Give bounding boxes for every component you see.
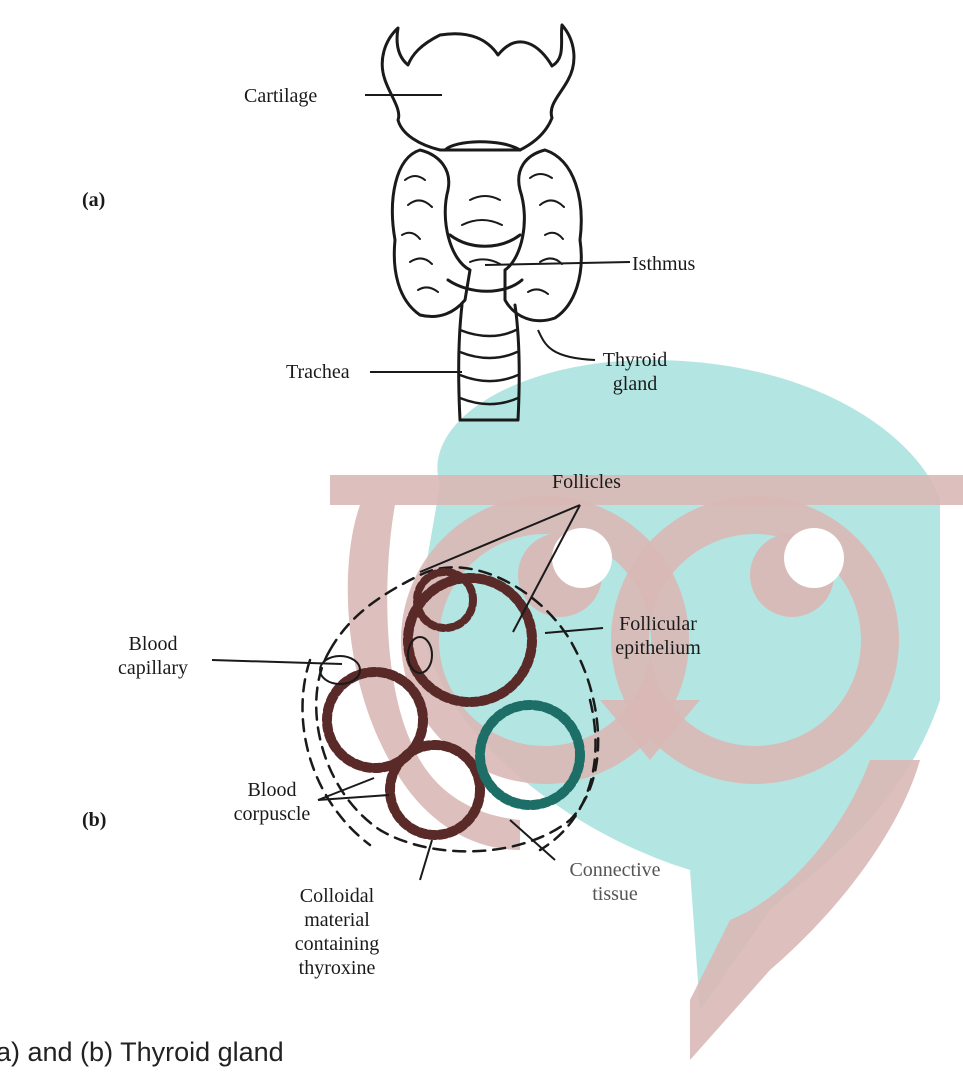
watermark-right-pupil-highlight — [784, 528, 844, 588]
colloidal-material-label: Colloidal material containing thyroxine — [282, 884, 392, 980]
thyroid-gland-label: Thyroid gland — [600, 348, 670, 396]
colloidal-material-label-line-1: Colloidal — [282, 884, 392, 908]
blood-capillary-label-line-2: capillary — [108, 656, 198, 680]
blood-capillary-label: Blood capillary — [108, 632, 198, 680]
colloidal-material-label-line-3: containing — [282, 932, 392, 956]
blood-corpuscle-label-line-1: Blood — [222, 778, 322, 802]
thyroid-cartilage-outline — [382, 25, 574, 150]
cartilage-label: Cartilage — [244, 84, 317, 108]
connective-tissue-label: Connective tissue — [560, 858, 670, 906]
blood-corpuscle-label: Blood corpuscle — [222, 778, 322, 826]
thyroid-gross-anatomy — [382, 25, 581, 420]
panel-a-label: (a) — [82, 188, 105, 212]
colloidal-material-label-line-4: thyroxine — [282, 956, 392, 980]
thyroid-gland-label-line-2: gland — [600, 372, 670, 396]
blood-capillary-cells — [320, 656, 360, 684]
figure-caption: a) and (b) Thyroid gland — [0, 1037, 284, 1068]
follicular-epithelium-label-line-1: Follicular — [598, 612, 718, 636]
thyroid-gland-label-line-1: Thyroid — [600, 348, 670, 372]
isthmus-label: Isthmus — [632, 252, 695, 276]
blood-capillary-label-line-1: Blood — [108, 632, 198, 656]
panel-b-label: (b) — [82, 808, 106, 832]
follicular-epithelium-label: Follicular epithelium — [598, 612, 718, 660]
connective-tissue-label-line-1: Connective — [560, 858, 670, 882]
blood-corpuscle-label-line-2: corpuscle — [222, 802, 322, 826]
watermark-rose-bar — [330, 475, 963, 505]
isthmus-leader — [485, 262, 630, 265]
trachea-label: Trachea — [286, 360, 350, 384]
thyroid-right-lobe — [505, 150, 581, 321]
colloidal-material-label-line-2: material — [282, 908, 392, 932]
follicular-epithelium-label-line-2: epithelium — [598, 636, 718, 660]
watermark-left-pupil-highlight — [552, 528, 612, 588]
follicles-label: Follicles — [552, 470, 621, 494]
connective-tissue-label-line-2: tissue — [560, 882, 670, 906]
thyroid-gland-leader — [538, 330, 595, 360]
lobule-texture — [402, 174, 564, 294]
